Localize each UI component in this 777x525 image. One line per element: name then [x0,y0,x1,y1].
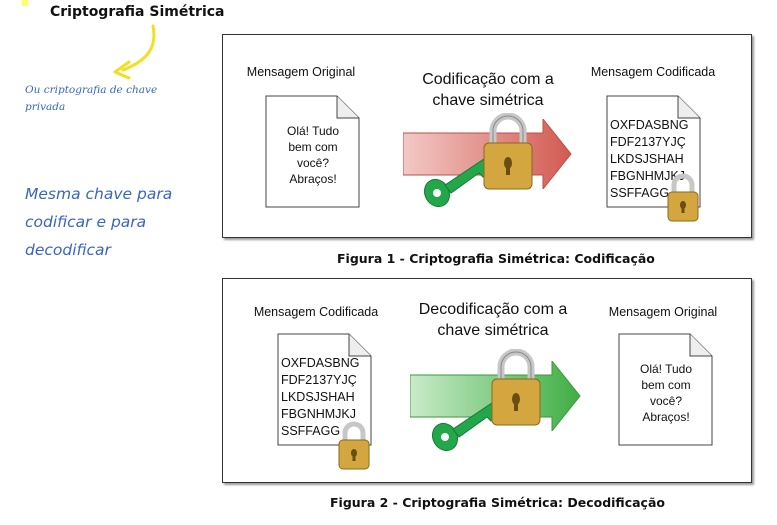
encoded-message-text: OXFDASBNG FDF2137YJÇ LKDSJSHAH FBGNHMJKJ… [610,118,689,200]
figure-2-caption: Figura 2 - Criptografia Simétrica: Decod… [330,495,665,510]
figure-1-caption: Figura 1 - Criptografia Simétrica: Codif… [337,251,655,266]
original-message-label: Mensagem Original [608,305,718,319]
note-private-key: Ou criptografia de chave privada [25,84,158,113]
encoded-message-text: OXFDASBNG FDF2137YJÇ LKDSJSHAH FBGNHMJKJ… [281,356,360,438]
yellow-arrow-icon [113,24,156,80]
padlock-icon [667,173,699,222]
figure-2-panel: Mensagem Codificada Decodificação com a … [222,278,752,483]
padlock-icon [483,113,533,190]
encoded-message-label: Mensagem Codificada [253,305,379,319]
encoding-label: Codificação com a chave simétrica [422,71,554,109]
document-icon: Olá! Tudo bem com você? Abraços! [265,95,361,208]
decoding-label: Decodificação com a chave simétrica [418,301,568,339]
original-message-text: Olá! Tudo bem com você? Abraços! [639,362,693,424]
encoded-message-label: Mensagem Codificada [590,65,716,79]
page-title: Criptografia Simétrica [50,4,225,20]
figure-1-panel: Mensagem Original Codificação com a chav… [222,34,752,238]
document-icon: Olá! Tudo bem com você? Abraços! [618,333,714,446]
original-message-label: Mensagem Original [246,65,356,79]
document-icon: OXFDASBNG FDF2137YJÇ LKDSJSHAH FBGNHMJKJ… [277,333,373,446]
padlock-icon [338,421,370,470]
highlight-mark [22,0,28,6]
padlock-icon [491,349,541,426]
original-message-text: Olá! Tudo bem com você? Abraços! [286,124,340,186]
note-same-key: Mesma chave para codificar e para decodi… [25,185,173,259]
